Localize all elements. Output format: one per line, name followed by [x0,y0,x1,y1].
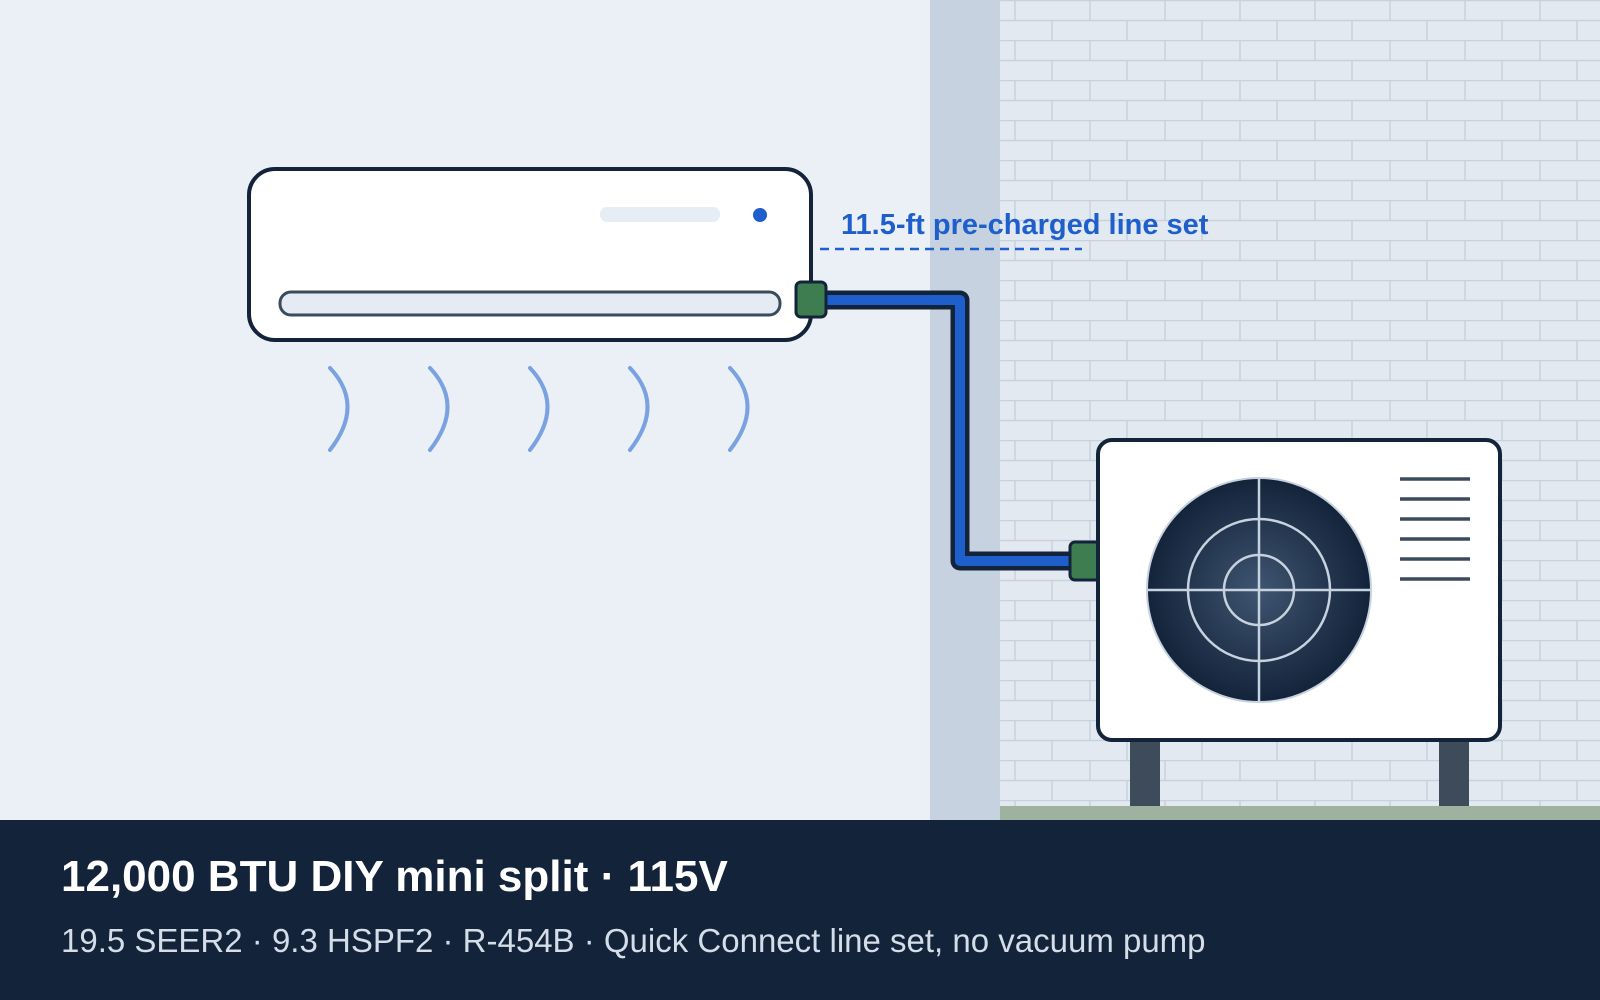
airflow-icon [328,366,750,452]
air-outlet-louver [278,290,782,317]
quick-connect-fitting-icon [794,280,828,319]
product-specs: 19.5 SEER2 · 9.3 HSPF2 · R-454B · Quick … [61,922,1206,959]
line-set-label: 11.5-ft pre-charged line set [841,209,1209,241]
indoor-unit-icon [247,167,813,342]
indoor-display-strip [600,207,720,222]
condenser-leg [1130,738,1160,806]
status-indicator-led [753,208,767,222]
ground-strip [1000,806,1600,820]
line-set [818,290,1078,571]
condenser-leg [1439,738,1469,806]
outdoor-condenser-icon [1096,438,1502,806]
interior-wall [0,0,930,820]
caption-bar [0,820,1600,1000]
product-title: 12,000 BTU DIY mini split · 115V [61,852,728,901]
condenser-vent-grille [1400,477,1470,581]
quick-connect-fitting-icon [1068,540,1102,582]
fan-icon [1146,477,1372,703]
